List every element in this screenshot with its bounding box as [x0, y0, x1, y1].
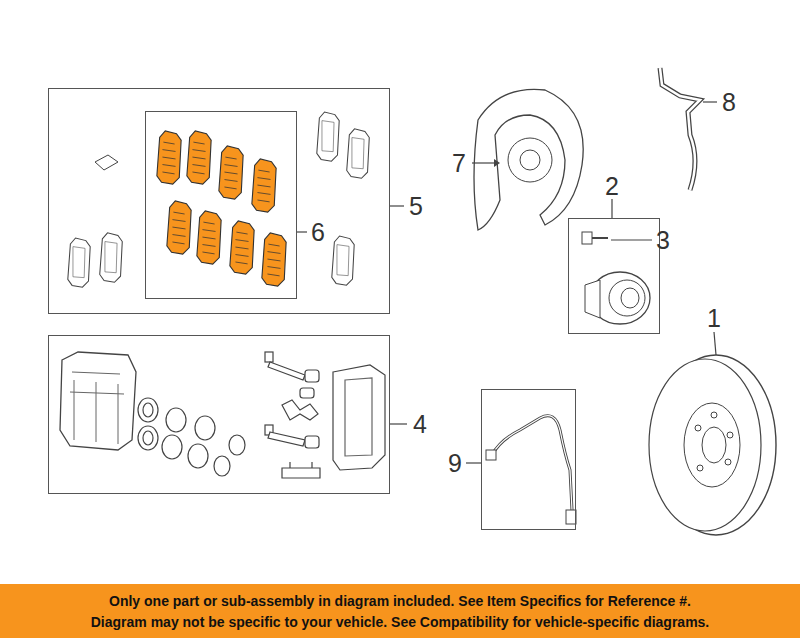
callout-number: 9 [448, 451, 462, 476]
callout-number: 3 [656, 228, 670, 253]
callout-number: 5 [409, 194, 423, 219]
part-group-box: 6 [145, 111, 297, 299]
part-group-box: 9 [481, 389, 576, 530]
callout-number: 6 [311, 220, 325, 245]
part-group-box: 2 [568, 218, 660, 334]
callout-number: 8 [722, 90, 736, 115]
callout-number: 2 [605, 174, 619, 199]
notice-text: Only one part or sub-assembly in diagram… [109, 594, 691, 608]
part-group-box: 4 [48, 335, 390, 494]
part-group-box: 56 [48, 88, 390, 314]
notice-text: Diagram may not be specific to your vehi… [91, 615, 710, 629]
callout-number: 1 [707, 306, 721, 331]
callout-number: 7 [452, 151, 466, 176]
callout-number: 4 [413, 412, 427, 437]
